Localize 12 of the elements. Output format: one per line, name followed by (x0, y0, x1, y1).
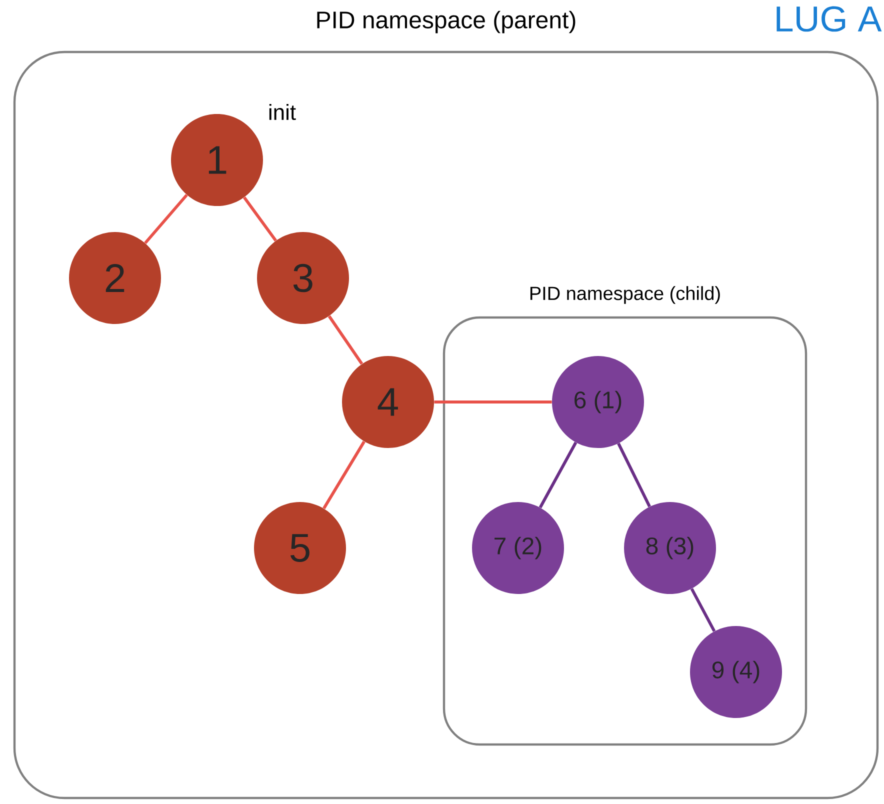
node-label: PID namespace (parent) (317, 10, 576, 34)
connector-line (538, 442, 578, 508)
connector-line (617, 442, 651, 508)
connector-line (144, 194, 188, 244)
node-label: PID namespace (child) (530, 286, 720, 304)
connector-line (322, 440, 366, 510)
connector-line (434, 400, 552, 404)
beside-text: init (269, 104, 296, 120)
connector-line (243, 196, 277, 242)
connector-line (328, 315, 364, 365)
connector-line (690, 588, 716, 632)
slide-title: LUG A (776, 6, 882, 32)
